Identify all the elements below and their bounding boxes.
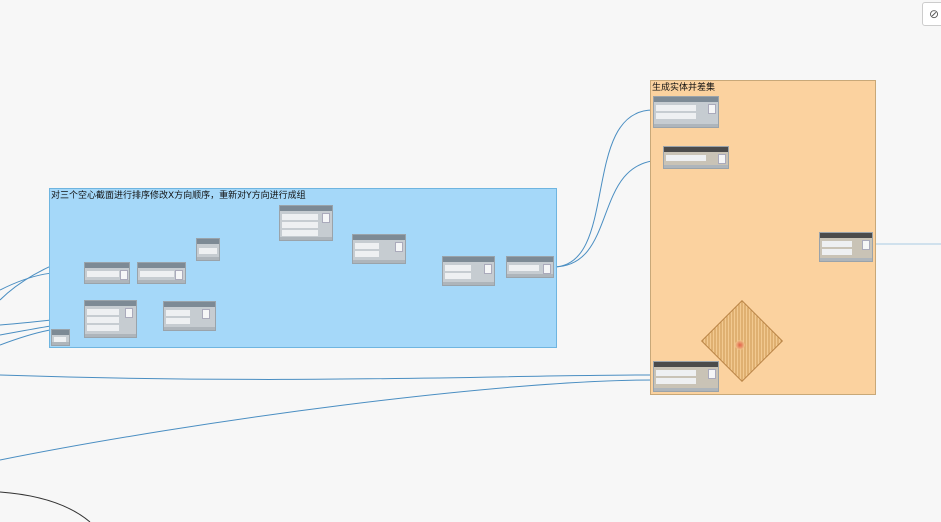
node-output	[125, 308, 133, 318]
node-port	[87, 309, 119, 315]
node-footer	[164, 327, 215, 330]
zoom-fit-icon: ⊘	[929, 7, 940, 21]
node-output	[543, 264, 551, 274]
node-output	[484, 264, 492, 274]
node-port	[87, 325, 119, 331]
node-header	[507, 257, 553, 262]
node-port	[87, 271, 119, 277]
node-output	[708, 369, 716, 379]
node-port	[54, 337, 66, 343]
node-header	[197, 239, 219, 244]
node-port	[140, 271, 174, 277]
node-header	[654, 362, 718, 367]
node-header	[664, 147, 728, 152]
node-header	[85, 301, 136, 306]
node[interactable]	[84, 300, 137, 338]
node-port	[822, 249, 852, 255]
node[interactable]	[163, 301, 216, 331]
group-title: 生成实体并差集	[652, 83, 716, 93]
group-title: 对三个空心截面进行排序修改X方向顺序，重新对Y方向进行成组	[51, 191, 306, 201]
node-output	[175, 270, 183, 280]
node[interactable]	[279, 205, 333, 241]
node[interactable]	[442, 256, 495, 286]
node-port	[282, 222, 318, 228]
node-header	[353, 235, 405, 240]
node[interactable]	[137, 262, 186, 284]
node-output	[120, 270, 128, 280]
geometry-highlight	[735, 340, 745, 350]
node-footer	[52, 342, 69, 345]
node[interactable]	[51, 329, 70, 346]
node-port	[656, 113, 696, 119]
node-port	[509, 265, 539, 271]
node-footer	[85, 280, 129, 283]
node-footer	[664, 165, 728, 168]
node-footer	[820, 258, 872, 261]
node-port	[445, 273, 471, 279]
node-header	[654, 97, 718, 102]
node-header	[280, 206, 332, 211]
node-header	[443, 257, 494, 262]
node-output	[718, 154, 726, 164]
node-header	[138, 263, 185, 268]
node-footer	[197, 257, 219, 260]
node[interactable]	[84, 262, 130, 284]
node[interactable]	[663, 146, 729, 169]
node-output	[862, 240, 870, 250]
node-port	[656, 378, 696, 384]
node-port	[166, 318, 190, 324]
zoom-fit-button[interactable]: ⊘	[922, 2, 941, 26]
node-footer	[138, 280, 185, 283]
node-port	[199, 248, 217, 254]
node-port	[656, 370, 696, 376]
node-port	[822, 241, 852, 247]
node-port	[166, 310, 190, 316]
node[interactable]	[653, 96, 719, 128]
node-footer	[443, 282, 494, 285]
node-output	[322, 213, 330, 223]
node-port	[656, 105, 696, 111]
node-footer	[353, 260, 405, 263]
node-footer	[280, 237, 332, 240]
node-port	[355, 251, 379, 257]
node[interactable]	[653, 361, 719, 392]
node[interactable]	[506, 256, 554, 278]
node[interactable]	[819, 232, 873, 262]
node-port	[445, 265, 471, 271]
node-port	[282, 230, 318, 236]
node-port	[87, 317, 119, 323]
node-output	[202, 309, 210, 319]
node-header	[164, 302, 215, 307]
node-header	[85, 263, 129, 268]
node-footer	[654, 124, 718, 127]
node-footer	[654, 388, 718, 391]
node-output	[708, 104, 716, 114]
node-output	[395, 242, 403, 252]
node-footer	[507, 274, 553, 277]
node-header	[52, 330, 69, 335]
node[interactable]	[196, 238, 220, 261]
node-header	[820, 233, 872, 238]
node-footer	[85, 334, 136, 337]
node-port	[282, 214, 318, 220]
node-port	[666, 155, 706, 161]
node[interactable]	[352, 234, 406, 264]
node-port	[355, 243, 379, 249]
